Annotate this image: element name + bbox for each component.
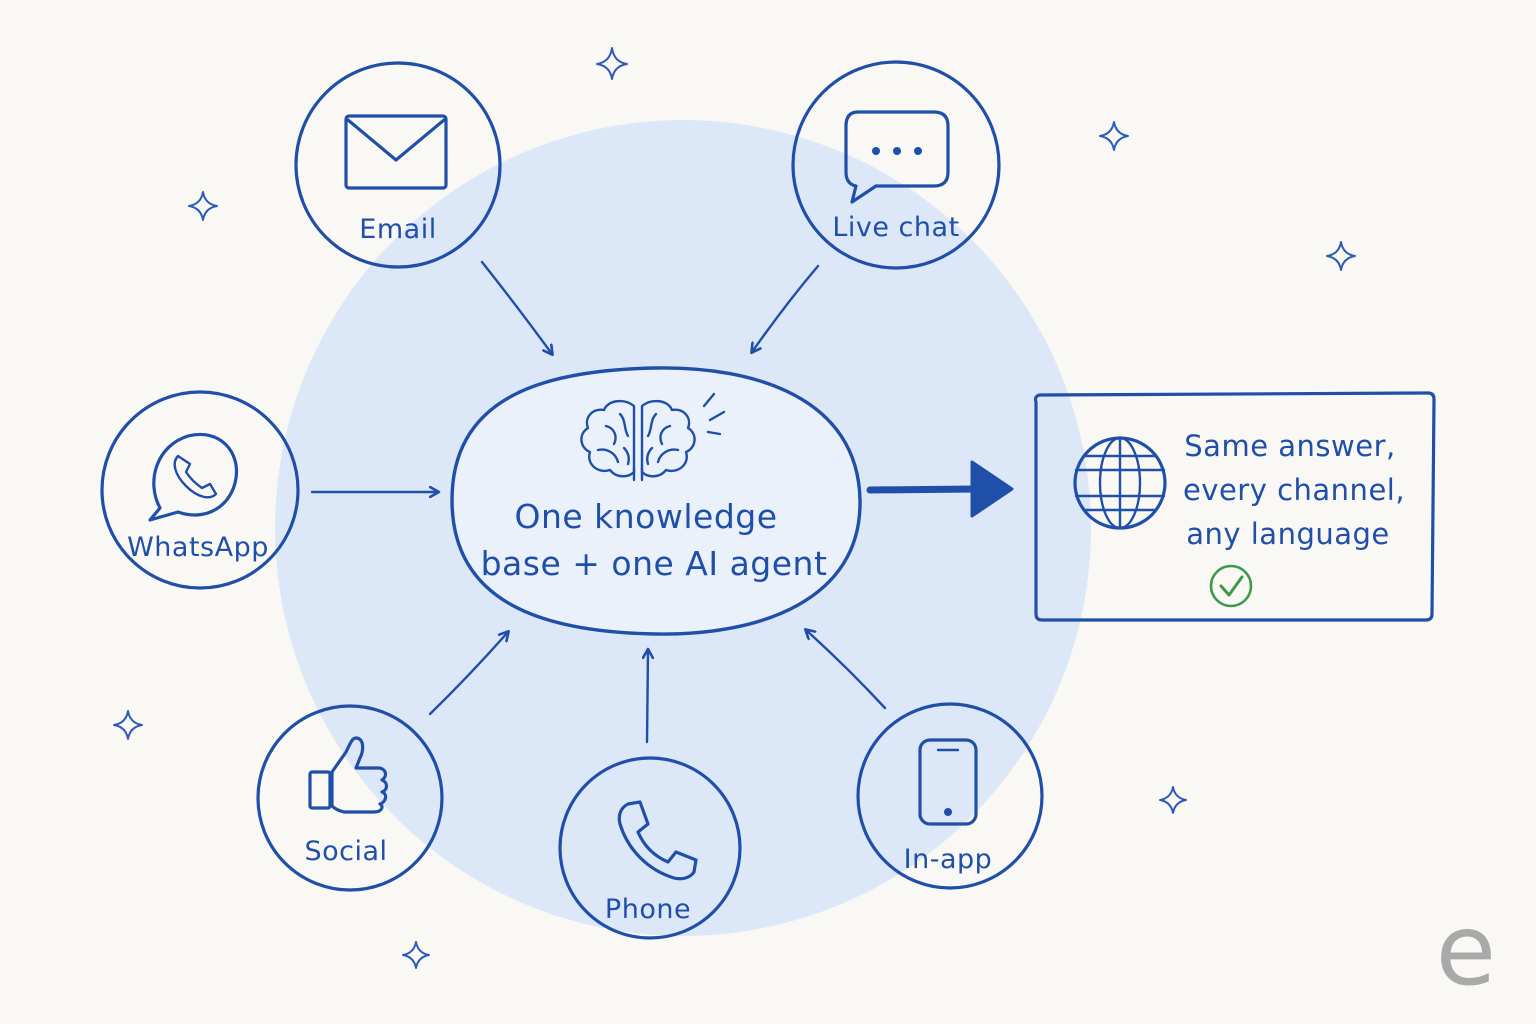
channel-circle bbox=[100, 390, 300, 590]
channel-circle bbox=[558, 756, 742, 940]
checkmark-icon bbox=[1209, 564, 1253, 608]
arrow-email bbox=[480, 260, 552, 354]
sparkle bbox=[188, 191, 218, 221]
sparkles bbox=[113, 47, 1356, 969]
outcome-box: Same answer, every channel, any language bbox=[1033, 391, 1436, 622]
center-hub: One knowledge base + one AI agent bbox=[450, 366, 862, 636]
idea-spark-lines bbox=[702, 392, 726, 436]
brand-logo: e bbox=[1435, 894, 1496, 1008]
channel-live-chat: Live chat bbox=[791, 60, 1001, 270]
globe-icon bbox=[1073, 436, 1167, 530]
outcome-line-1: Same answer, bbox=[1184, 429, 1395, 463]
phone-icon bbox=[617, 800, 698, 881]
channel-label-in-app: In-app bbox=[904, 844, 993, 875]
channel-phone: Phone bbox=[558, 756, 742, 940]
channel-label-live-chat: Live chat bbox=[832, 212, 959, 243]
arrow-phone bbox=[647, 650, 648, 744]
channel-circle bbox=[256, 704, 444, 892]
arrow-in-app bbox=[806, 630, 887, 710]
hub-line-2: base + one AI agent bbox=[481, 544, 828, 583]
channel-circle bbox=[294, 61, 502, 269]
thumbs-up-icon bbox=[308, 736, 389, 814]
channel-label-phone: Phone bbox=[605, 894, 691, 925]
chat-bubble-icon bbox=[844, 110, 950, 204]
smartphone-icon bbox=[918, 738, 978, 826]
channel-label-email: Email bbox=[359, 214, 436, 245]
whatsapp-icon bbox=[148, 432, 239, 522]
arrow-social bbox=[428, 632, 508, 716]
channel-label-whatsapp: WhatsApp bbox=[127, 532, 269, 563]
channel-in-app: In-app bbox=[856, 702, 1044, 890]
channel-label-social: Social bbox=[304, 836, 387, 867]
sparkle bbox=[402, 941, 430, 969]
channel-email: Email bbox=[294, 61, 502, 269]
sparkle bbox=[1099, 121, 1129, 151]
brain-icon bbox=[580, 399, 696, 482]
output-arrow-head bbox=[970, 460, 1014, 518]
channel-whatsapp: WhatsApp bbox=[100, 390, 300, 590]
outcome-line-3: any language bbox=[1186, 517, 1390, 551]
channel-circle bbox=[856, 702, 1044, 890]
output-arrow-shaft bbox=[866, 485, 980, 494]
sparkle bbox=[1326, 241, 1356, 271]
channel-social: Social bbox=[256, 704, 444, 892]
hub-outline bbox=[450, 366, 862, 636]
hub-line-1: One knowledge bbox=[514, 497, 777, 536]
sparkle bbox=[113, 710, 143, 740]
output-arrow bbox=[866, 460, 1014, 518]
channel-circle bbox=[791, 60, 1001, 270]
outcome-line-2: every channel, bbox=[1183, 473, 1405, 507]
sparkle bbox=[596, 47, 628, 80]
envelope-icon bbox=[344, 114, 448, 190]
arrow-live-chat bbox=[752, 264, 820, 352]
outcome-box-outline bbox=[1033, 391, 1436, 622]
input-arrows bbox=[310, 260, 887, 744]
sparkle bbox=[1159, 786, 1187, 814]
